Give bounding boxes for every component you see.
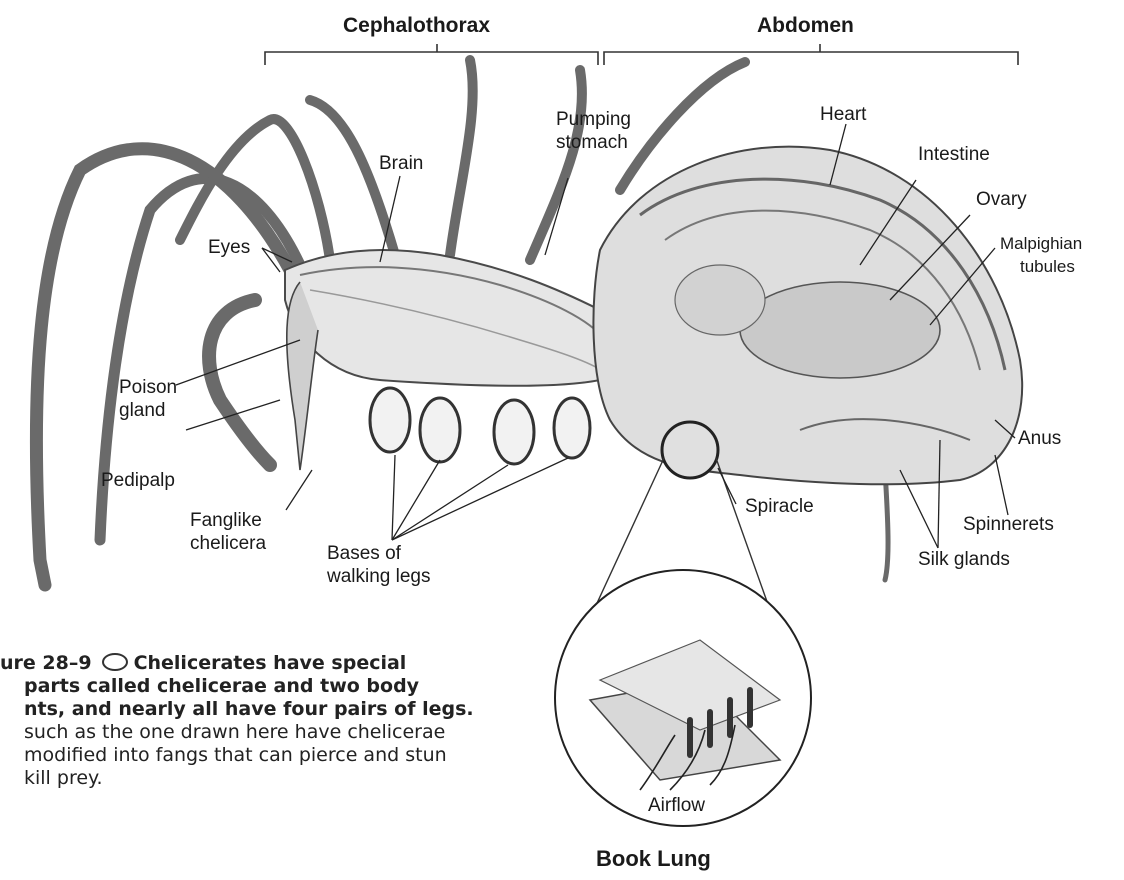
caption-line-4: such as the one drawn here have chelicer… [0, 721, 520, 744]
walking-leg-bases [370, 388, 590, 464]
caption-line-6: kill prey. [0, 767, 520, 790]
figure-caption: ure 28–9 Chelicerates have special parts … [0, 652, 520, 790]
malpighian-line2: tubules [1000, 255, 1082, 278]
spinnerets-label: Spinnerets [963, 514, 1054, 536]
poison-gland-line2: gland [119, 399, 177, 422]
caption-line-5: modified into fangs that can pierce and … [0, 744, 520, 767]
book-lung-title: Book Lung [596, 846, 711, 872]
pumping-stomach-line2: stomach [556, 131, 631, 154]
abdomen-bracket [604, 44, 1018, 65]
eyes-label: Eyes [208, 237, 250, 259]
spiracle-label: Spiracle [745, 496, 814, 518]
abdomen-label: Abdomen [757, 15, 854, 37]
airflow-label: Airflow [648, 795, 705, 817]
pumping-stomach-label: Pumping stomach [556, 108, 631, 154]
pumping-stomach-line1: Pumping [556, 108, 631, 131]
caption-line-1: ure 28–9 Chelicerates have special [0, 652, 520, 675]
caption-figure-number: ure 28–9 [0, 652, 92, 674]
caption-line-3: nts, and nearly all have four pairs of l… [0, 698, 520, 721]
bases-line1: Bases of [327, 542, 431, 565]
heart-label: Heart [820, 104, 866, 126]
caption-line-1-text: Chelicerates have special [134, 652, 407, 674]
malpighian-line1: Malpighian [1000, 232, 1082, 255]
cephalothorax-label: Cephalothorax [343, 15, 490, 37]
poison-gland-line1: Poison [119, 376, 177, 399]
abdomen-body [593, 147, 1022, 485]
spiracle-opening [662, 422, 718, 478]
pedipalp-label: Pedipalp [101, 470, 175, 492]
fanglike-line2: chelicera [190, 532, 266, 555]
poison-gland-label: Poison gland [119, 376, 177, 422]
anus-label: Anus [1018, 428, 1061, 450]
ovary-label: Ovary [976, 189, 1027, 211]
brain-label: Brain [379, 153, 423, 175]
silk-glands-label: Silk glands [918, 549, 1010, 571]
go-online-icon [102, 653, 128, 671]
caption-line-2: parts called chelicerae and two body [0, 675, 520, 698]
book-lung-inset [555, 570, 811, 826]
malpighian-tubules-label: Malpighian tubules [1000, 232, 1082, 278]
bases-of-walking-legs-label: Bases of walking legs [327, 542, 431, 588]
bases-line2: walking legs [327, 565, 431, 588]
fanglike-chelicera-label: Fanglike chelicera [190, 509, 266, 555]
fanglike-line1: Fanglike [190, 509, 266, 532]
cephalothorax-bracket [265, 44, 598, 65]
intestine-label: Intestine [918, 144, 990, 166]
